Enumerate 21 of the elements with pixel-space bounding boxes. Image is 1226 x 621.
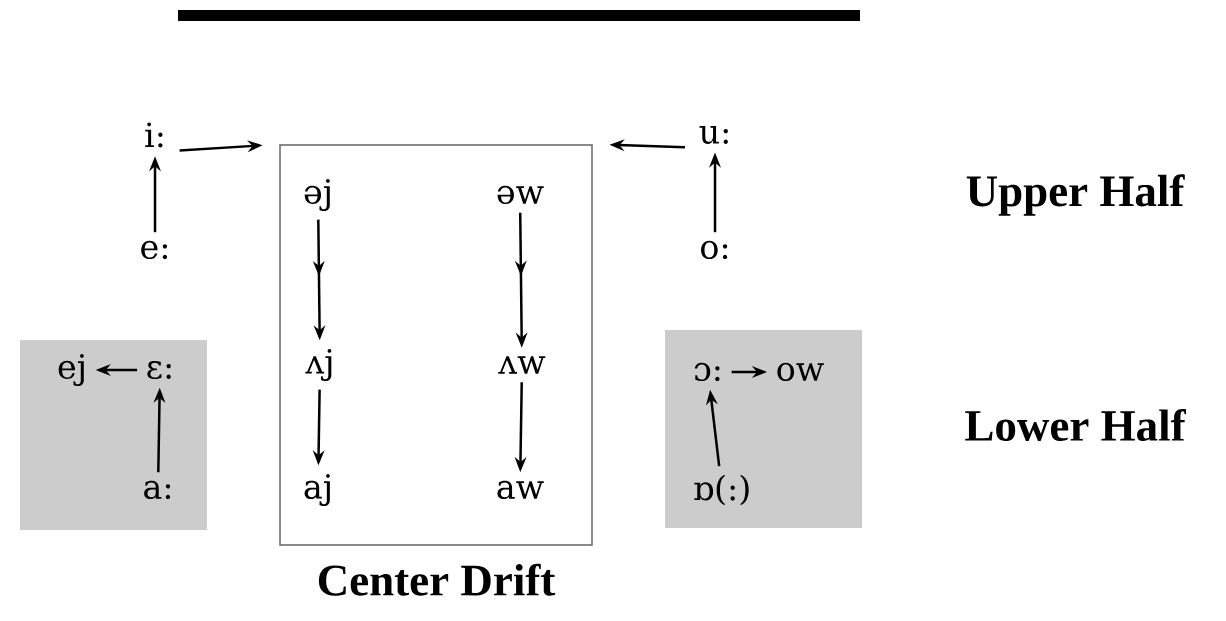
vowel-symbol: aw <box>497 480 544 500</box>
vowel-symbol: i: <box>145 122 163 148</box>
vowel-symbol: ɔ: <box>694 362 720 382</box>
vowel-symbol: u: <box>699 126 728 144</box>
vowel-symbol: əw <box>497 185 544 205</box>
shaded-panel <box>665 330 862 528</box>
vowel-symbol: ɒ(:) <box>694 474 749 506</box>
node-label: Center Drift <box>318 563 556 596</box>
row-label: Lower Half <box>965 408 1187 442</box>
vowel-symbol: ej <box>58 354 84 386</box>
vowel-symbol: e: <box>141 240 168 260</box>
vowel-symbol: ow <box>777 362 824 382</box>
vowel-symbol: ʌj <box>305 349 332 381</box>
vowel-symbol: aj <box>304 474 330 506</box>
vowel-symbol: əj <box>304 179 330 211</box>
vowel-symbol: ɛ: <box>147 360 171 380</box>
vowel-symbol: a: <box>144 480 171 500</box>
shaded-panel <box>20 340 207 530</box>
vowel-symbol: o: <box>701 240 728 260</box>
row-label: Upper Half <box>966 174 1185 216</box>
vowel-symbol: ʌw <box>498 356 546 374</box>
